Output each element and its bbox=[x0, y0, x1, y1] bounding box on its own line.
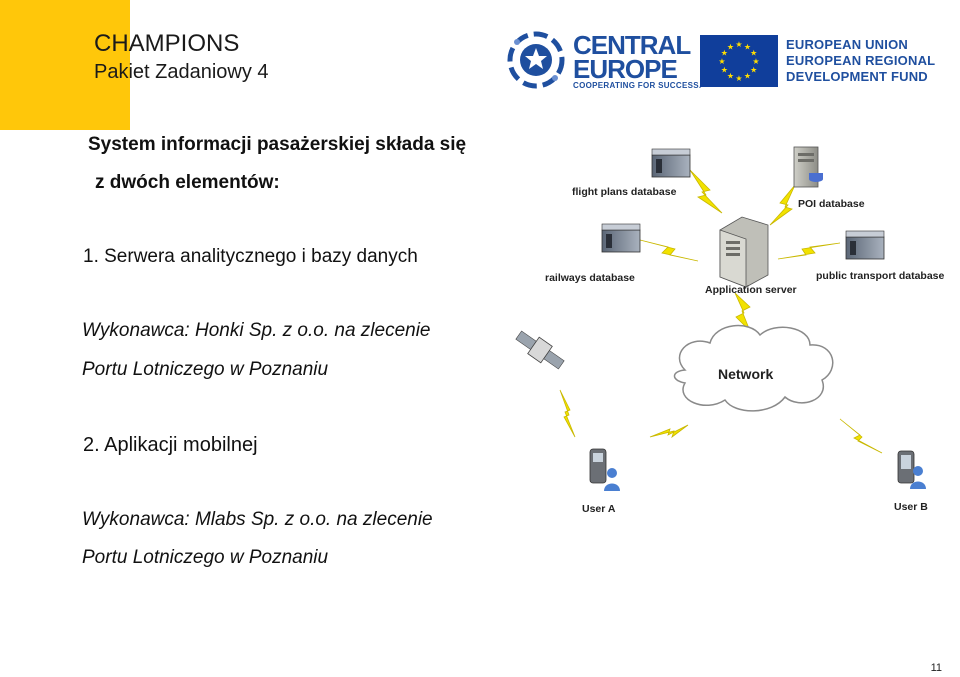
item-2-heading: 2. Aplikacji mobilnej bbox=[83, 434, 258, 456]
eu-line2: EUROPEAN REGIONAL bbox=[786, 53, 936, 68]
eu-star-icon: ★ bbox=[718, 57, 725, 66]
intro-line-1: System informacji pasażerskiej składa si… bbox=[88, 134, 467, 155]
eu-star-icon: ★ bbox=[735, 74, 742, 83]
item-2-client: Portu Lotniczego w Poznaniu bbox=[82, 547, 329, 568]
eu-star-icon: ★ bbox=[752, 57, 759, 66]
eu-star-icon: ★ bbox=[727, 42, 734, 51]
item-1-heading: 1. Serwera analitycznego i bazy danych bbox=[83, 246, 418, 267]
label-public-transport: public transport database bbox=[816, 270, 945, 282]
central-europe-line2: EUROPE bbox=[573, 54, 678, 84]
bolt-userb-icon bbox=[839, 418, 883, 454]
label-flight-plans: flight plans database bbox=[572, 186, 677, 198]
bolt-rail-icon bbox=[639, 239, 699, 262]
flight-plans-server-icon bbox=[651, 148, 691, 178]
label-network: Network bbox=[718, 366, 773, 382]
item-1-contractor: Wykonawca: Honki Sp. z o.o. na zlecenie bbox=[82, 320, 431, 341]
bolt-flight-icon bbox=[689, 169, 723, 214]
eu-star-icon: ★ bbox=[744, 72, 751, 81]
bolt-sat-icon bbox=[559, 389, 576, 438]
central-europe-logo: CENTRAL EUROPE COOPERATING FOR SUCCESS. bbox=[505, 30, 701, 90]
eu-logo-text: EUROPEAN UNION EUROPEAN REGIONAL DEVELOP… bbox=[786, 37, 935, 85]
railways-server-icon bbox=[601, 223, 641, 253]
bolt-usera-icon bbox=[649, 424, 689, 439]
eu-line1: EUROPEAN UNION bbox=[786, 37, 908, 52]
eu-line3: DEVELOPMENT FUND bbox=[786, 69, 928, 84]
label-app-server: Application server bbox=[705, 284, 797, 296]
eu-star-icon: ★ bbox=[750, 66, 757, 75]
label-railways: railways database bbox=[545, 272, 635, 284]
user-a-phone-icon bbox=[589, 448, 620, 491]
eu-star-icon: ★ bbox=[721, 66, 728, 75]
item-2-contractor: Wykonawca: Mlabs Sp. z o.o. na zlecenie bbox=[82, 509, 433, 530]
page-subtitle: Pakiet Zadaniowy 4 bbox=[94, 61, 269, 83]
eu-star-icon: ★ bbox=[750, 49, 757, 58]
eu-star-icon: ★ bbox=[727, 72, 734, 81]
eu-star-icon: ★ bbox=[744, 42, 751, 51]
yellow-accent-block bbox=[0, 0, 130, 130]
page-title: CHAMPIONS bbox=[94, 30, 240, 57]
eu-star-icon: ★ bbox=[721, 49, 728, 58]
eu-star-icon: ★ bbox=[735, 40, 742, 49]
satellite-icon bbox=[515, 330, 565, 370]
central-europe-line1: CENTRAL bbox=[573, 30, 691, 60]
network-cloud-icon bbox=[673, 324, 834, 412]
intro-line-2: z dwóch elementów: bbox=[95, 172, 280, 193]
label-user-a: User A bbox=[582, 503, 616, 515]
poi-database-icon bbox=[793, 146, 823, 188]
public-transport-server-icon bbox=[845, 230, 885, 260]
bolt-public-icon bbox=[777, 242, 841, 260]
central-europe-tagline: COOPERATING FOR SUCCESS. bbox=[573, 81, 702, 90]
central-europe-star-icon bbox=[507, 31, 565, 89]
system-architecture-diagram: flight plans database POI database railw… bbox=[515, 146, 945, 515]
label-poi: POI database bbox=[798, 198, 865, 210]
eu-flag-icon: ★★★★★★★★★★★★ bbox=[700, 35, 778, 87]
application-server-icon bbox=[719, 216, 769, 288]
page-number: 11 bbox=[930, 662, 942, 674]
item-1-client: Portu Lotniczego w Poznaniu bbox=[82, 359, 329, 380]
label-user-b: User B bbox=[894, 501, 928, 513]
user-b-phone-icon bbox=[897, 450, 926, 489]
bolt-poi-icon bbox=[769, 184, 796, 226]
